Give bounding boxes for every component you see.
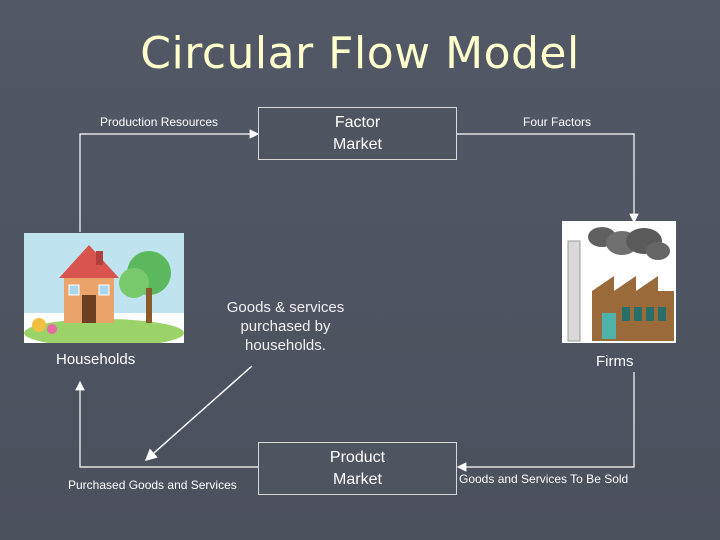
house-icon [24, 233, 184, 343]
factor-market-line2: Market [333, 136, 382, 153]
line-households-to-factor [79, 129, 260, 232]
product-market-line1: Product [329, 449, 386, 466]
product-market-box: Product Market [258, 442, 457, 495]
annotation-arrow [144, 365, 253, 461]
label-firms: Firms [596, 353, 634, 370]
label-purchased-goods-services: Purchased Goods and Services [68, 478, 237, 492]
label-households: Households [56, 351, 136, 368]
factor-market-box: Factor Market [258, 107, 457, 160]
product-market-line2: Market [333, 471, 382, 488]
label-goods-services-purchased: Goods & services purchased by households… [226, 299, 345, 354]
label-goods-services-to-be-sold: Goods and Services To Be Sold [459, 472, 629, 486]
line-product-to-households [75, 380, 258, 468]
slide-title: Circular Flow Model [140, 28, 580, 79]
line-factor-to-firms [457, 133, 639, 224]
line-firms-to-product [456, 372, 635, 472]
label-production-resources: Production Resources [100, 115, 219, 129]
label-four-factors: Four Factors [523, 115, 592, 129]
factor-market-line1: Factor [334, 114, 381, 131]
factory-icon [562, 221, 676, 343]
